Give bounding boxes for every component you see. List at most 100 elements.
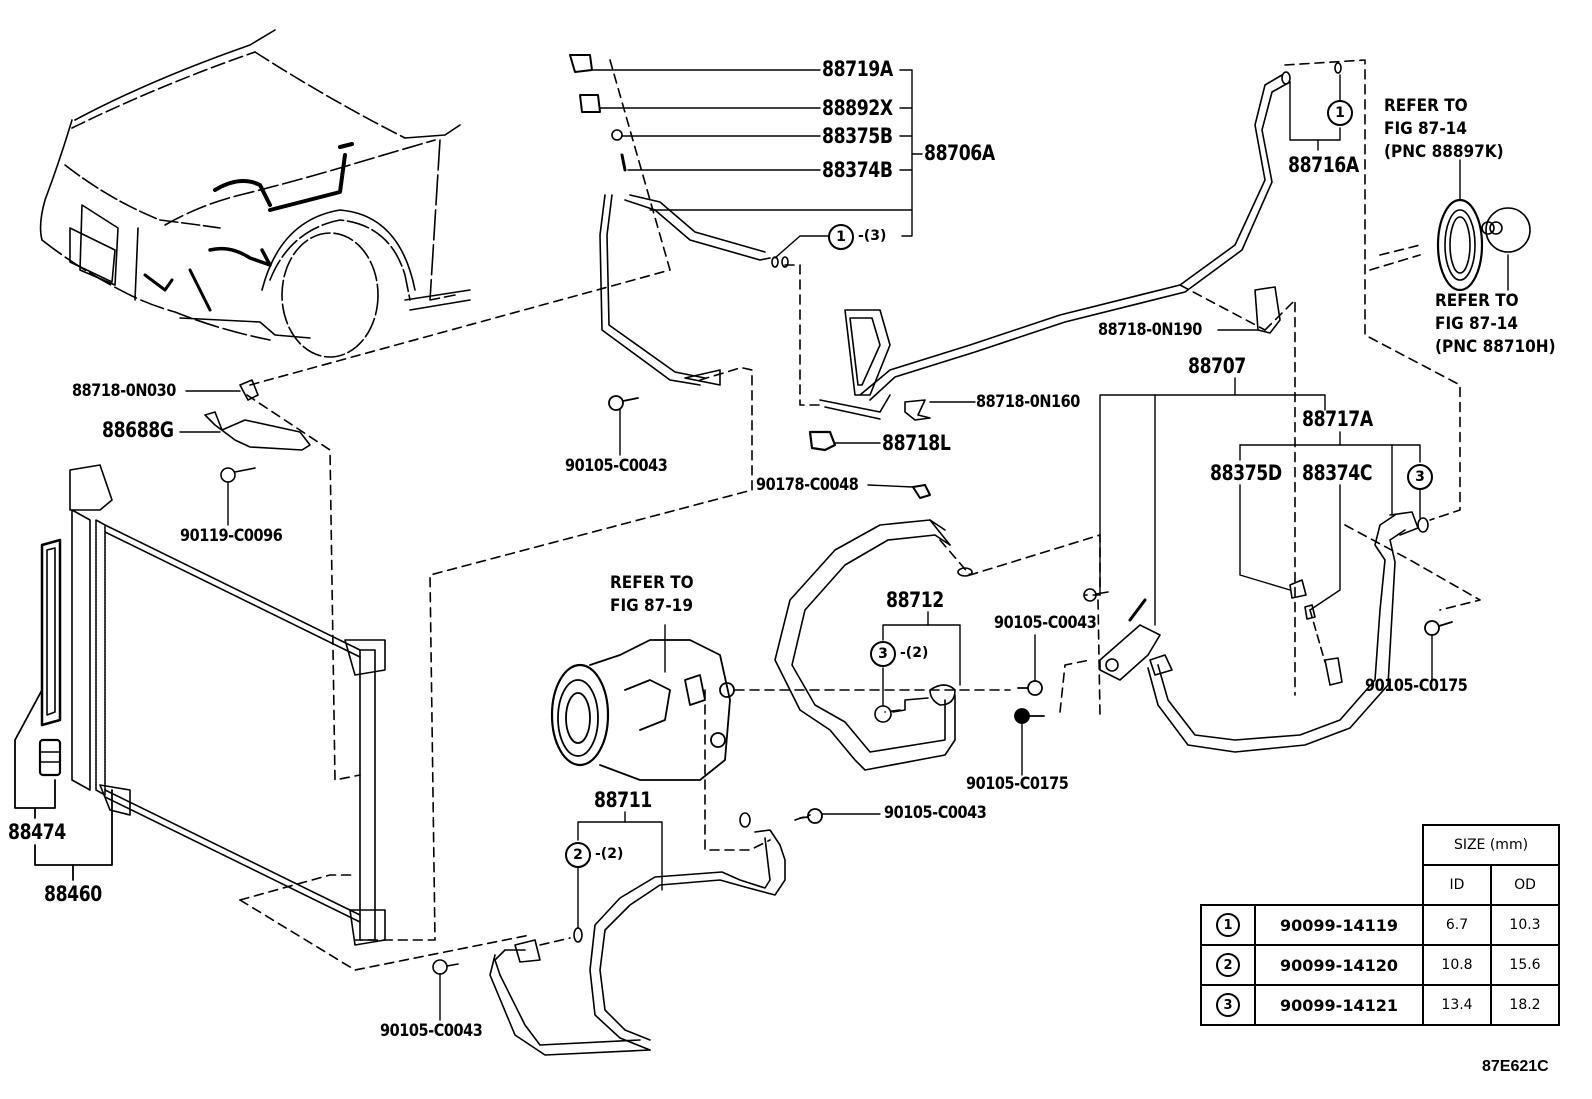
- part-label-90105-C0175[interactable]: 90105-C0175: [1365, 676, 1468, 696]
- part-label-88460[interactable]: 88460: [44, 882, 102, 906]
- part-label-88712[interactable]: 88712: [886, 588, 944, 612]
- compressor-illustration: [550, 639, 735, 781]
- part-label-88688G[interactable]: 88688G: [102, 418, 174, 442]
- bolt-icons: [608, 395, 1453, 824]
- leader-lines: [179, 69, 1509, 1021]
- reference-line: (PNC 88710H): [1435, 337, 1556, 357]
- part-label-88707[interactable]: 88707: [1188, 354, 1246, 378]
- filter-plug: [38, 738, 62, 777]
- oring-ref-badge: 2: [1216, 953, 1240, 977]
- part-label-88474[interactable]: 88474: [8, 820, 66, 844]
- column-header-id: ID: [1422, 864, 1492, 906]
- leaders-condenser: [14, 689, 113, 881]
- oring-callout-1: 1: [828, 224, 854, 250]
- part-label-90105-C0043[interactable]: 90105-C0043: [380, 1021, 483, 1041]
- reference-line: FIG 87-14: [1384, 119, 1467, 139]
- ref-cell: 1: [1200, 904, 1256, 946]
- callout-number: 1: [836, 229, 846, 245]
- callout-number: 1: [1335, 105, 1345, 121]
- size-table-header-row: SIZE (mm): [1201, 824, 1560, 866]
- vehicle-front-illustration: [39, 29, 471, 358]
- id-cell: 6.7: [1422, 904, 1492, 946]
- magnetic-clutch-illustration: [1436, 198, 1531, 292]
- size-table-subheader-row: ID OD: [1201, 864, 1560, 906]
- reference-line: REFER TO: [1384, 96, 1468, 116]
- table-row: 2 90099-14120 10.8 15.6: [1200, 944, 1560, 986]
- part-label-88374B[interactable]: 88374B: [822, 158, 893, 182]
- part-label-88375D[interactable]: 88375D: [1210, 461, 1282, 485]
- part-label-88718-0N030[interactable]: 88718-0N030: [72, 381, 176, 401]
- reference-compressor-fig-87-19[interactable]: REFER TO FIG 87-19: [610, 572, 694, 618]
- callout-qty: -(3): [858, 228, 887, 244]
- oring-callout-3: 3: [1407, 464, 1433, 490]
- part-label-88716A[interactable]: 88716A: [1288, 153, 1359, 177]
- part-label-88375B[interactable]: 88375B: [822, 124, 893, 148]
- suction-hose-88712: [774, 519, 973, 771]
- liquid-pipe-88716A: [819, 62, 1342, 420]
- figure-id: 87E621C: [1482, 1058, 1549, 1075]
- nut-90178-C0048: [912, 484, 931, 499]
- reference-pnc-88897K[interactable]: REFER TO FIG 87-14 (PNC 88897K): [1384, 95, 1504, 164]
- discharge-hose-88711: [432, 812, 786, 1056]
- part-label-88718-0N190[interactable]: 88718-0N190: [1098, 320, 1202, 340]
- bracket-88688G: [204, 379, 311, 483]
- id-cell: 10.8: [1422, 944, 1492, 986]
- reference-line: REFER TO: [1435, 291, 1519, 311]
- ref-cell: 3: [1200, 984, 1256, 1026]
- column-header-od: OD: [1490, 864, 1560, 906]
- oring-callout-2: 2: [565, 842, 591, 868]
- blank-cell: [1255, 865, 1423, 905]
- table-row: 3 90099-14121 13.4 18.2: [1200, 984, 1560, 1026]
- callout-number: 3: [878, 646, 888, 662]
- desiccant-strip: [40, 538, 62, 727]
- guide-lines: [239, 59, 1481, 971]
- condenser-88460: [69, 464, 386, 946]
- part-label-88706A[interactable]: 88706A: [924, 141, 995, 165]
- part-label-88374C[interactable]: 88374C: [1302, 461, 1373, 485]
- part-label-88718-0N160[interactable]: 88718-0N160: [976, 392, 1080, 412]
- blank-cell: [1201, 865, 1255, 905]
- part-label-88711[interactable]: 88711: [594, 788, 652, 812]
- id-cell: 13.4: [1422, 984, 1492, 1026]
- part-label-88717A[interactable]: 88717A: [1302, 407, 1373, 431]
- blank-cell: [1201, 825, 1255, 865]
- suction-pipe-88707: [1083, 511, 1429, 753]
- oring-size-table: SIZE (mm) ID OD 1 90099-14119 6.7 10.3 2…: [1200, 824, 1560, 1026]
- part-label-88719A[interactable]: 88719A: [822, 57, 893, 81]
- size-header: SIZE (mm): [1422, 824, 1560, 866]
- part-label-90105-C0043[interactable]: 90105-C0043: [884, 803, 987, 823]
- callout-number: 2: [573, 847, 583, 863]
- part-label-88718L[interactable]: 88718L: [882, 431, 951, 455]
- part-label-90119-C0096[interactable]: 90119-C0096: [180, 526, 283, 546]
- clip-88718-0N160: [904, 399, 931, 421]
- part-label-90105-C0043[interactable]: 90105-C0043: [565, 456, 668, 476]
- part-number-cell[interactable]: 90099-14120: [1254, 944, 1424, 986]
- reference-line: FIG 87-19: [610, 596, 693, 616]
- oring-callout-3: 3: [870, 641, 896, 667]
- callout-qty: -(2): [595, 846, 624, 862]
- part-number-cell[interactable]: 90099-14121: [1254, 984, 1424, 1026]
- table-row: 1 90099-14119 6.7 10.3: [1200, 904, 1560, 946]
- reference-line: REFER TO: [610, 573, 694, 593]
- reference-line: (PNC 88897K): [1384, 142, 1504, 162]
- blank-cell: [1255, 825, 1423, 865]
- od-cell: 18.2: [1490, 984, 1560, 1026]
- part-label-90105-C0175[interactable]: 90105-C0175: [966, 774, 1069, 794]
- clip-88718L: [808, 430, 837, 452]
- reference-pnc-88710H[interactable]: REFER TO FIG 87-14 (PNC 88710H): [1435, 290, 1556, 359]
- part-label-90105-C0043[interactable]: 90105-C0043: [994, 613, 1097, 633]
- oring-ref-badge: 1: [1216, 913, 1240, 937]
- clip-88718-0N190: [1254, 286, 1281, 334]
- part-number-cell[interactable]: 90099-14119: [1254, 904, 1424, 946]
- oring-ref-badge: 3: [1216, 993, 1240, 1017]
- ref-cell: 2: [1200, 944, 1256, 986]
- part-label-88892X[interactable]: 88892X: [822, 96, 893, 120]
- discharge-pipe-88706A: [569, 54, 789, 386]
- callout-number: 3: [1415, 469, 1425, 485]
- od-cell: 10.3: [1490, 904, 1560, 946]
- part-label-90178-C0048[interactable]: 90178-C0048: [756, 475, 859, 495]
- reference-line: FIG 87-14: [1435, 314, 1518, 334]
- oring-callout-1: 1: [1327, 100, 1353, 126]
